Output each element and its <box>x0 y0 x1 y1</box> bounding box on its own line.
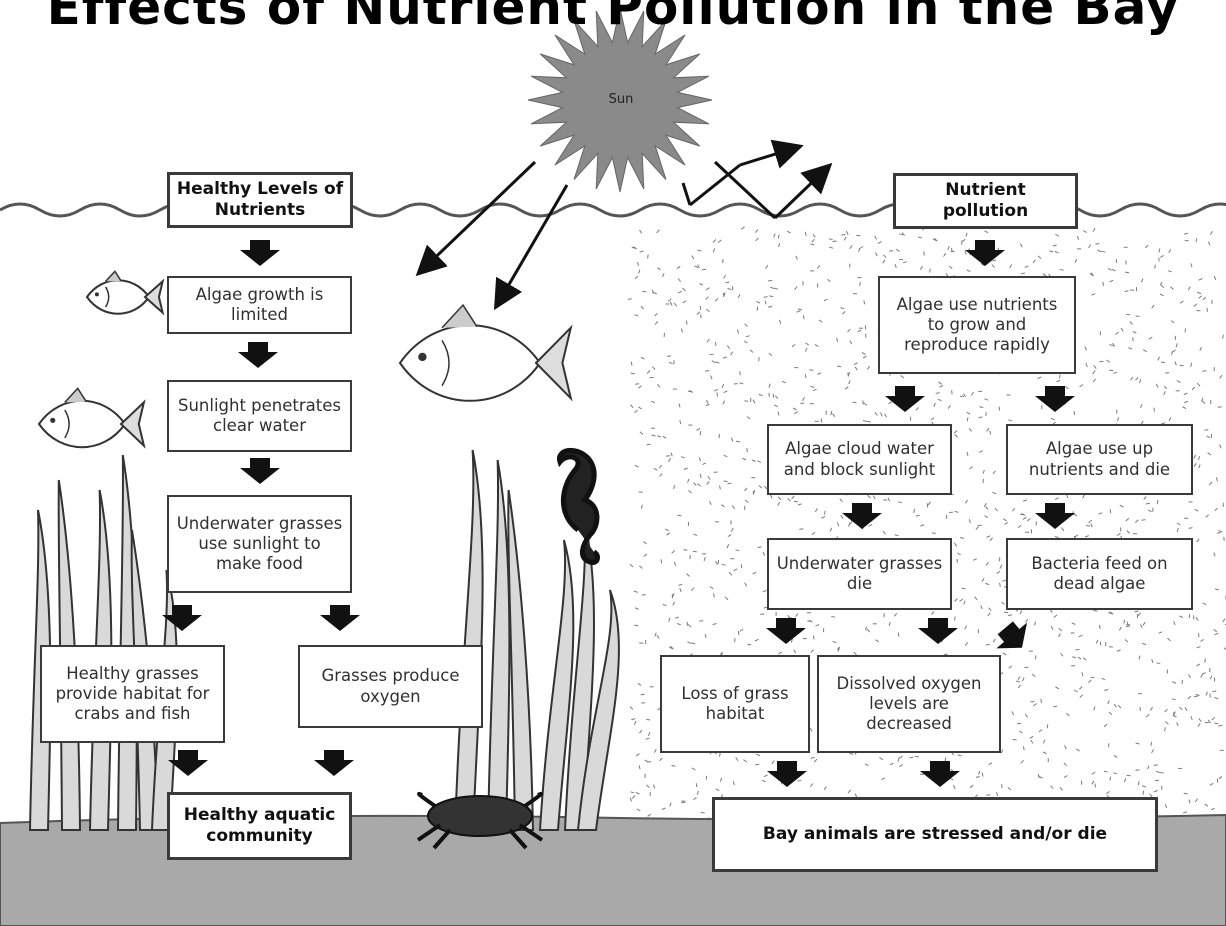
flow-arrow <box>238 342 278 368</box>
seagrass-blade <box>538 539 575 831</box>
fish-icon <box>37 387 146 449</box>
flow-arrow <box>767 761 807 787</box>
sunlight-ray <box>493 184 569 311</box>
box-animals-stressed: Bay animals are stressed and/or die <box>712 797 1158 872</box>
box-algae-die: Algae use up nutrients and die <box>1006 424 1193 495</box>
flow-arrow <box>320 605 360 631</box>
box-healthy-community: Healthy aquatic community <box>167 792 352 860</box>
flow-arrow <box>1035 386 1075 412</box>
sun-label: Sun <box>608 92 634 107</box>
fish-icon <box>398 303 573 402</box>
flow-arrow <box>314 750 354 776</box>
flow-arrow <box>1035 503 1075 529</box>
flow-arrow <box>918 618 958 644</box>
seagrass-blade <box>486 459 511 831</box>
sunlight-ray <box>739 139 804 169</box>
box-grass-habitat: Healthy grasses provide habitat for crab… <box>40 645 225 743</box>
flow-arrow <box>162 605 202 631</box>
reflected-ray <box>689 163 741 207</box>
box-grasses-die: Underwater grasses die <box>767 538 952 610</box>
blocked-ray <box>713 160 777 220</box>
seagrass-blade <box>576 589 620 831</box>
box-healthy-levels: Healthy Levels of Nutrients <box>167 172 353 228</box>
page-title: Effects of Nutrient Pollution in the Bay <box>46 0 1180 36</box>
flow-arrow <box>885 386 925 412</box>
box-sunlight-penetrates: Sunlight penetrates clear water <box>167 380 352 452</box>
box-grasses-food: Underwater grasses use sunlight to make … <box>167 495 352 593</box>
seagrass-right <box>453 449 620 831</box>
seagrass-blade <box>507 489 535 831</box>
crab-icon <box>416 791 544 850</box>
box-algae-cloud: Algae cloud water and block sunlight <box>767 424 952 495</box>
flow-arrow <box>996 621 1028 649</box>
flow-arrow <box>240 458 280 484</box>
sunlight-ray <box>415 160 537 277</box>
sunlight-ray <box>773 162 833 220</box>
flow-arrow <box>965 240 1005 266</box>
flow-arrow <box>168 750 208 776</box>
flow-arrow <box>920 761 960 787</box>
flow-arrow <box>240 240 280 266</box>
box-algae-grow: Algae use nutrients to grow and reproduc… <box>878 276 1076 374</box>
box-algae-limited: Algae growth is limited <box>167 276 352 334</box>
sun-core <box>570 50 670 150</box>
flow-arrow <box>842 503 882 529</box>
flow-arrow <box>766 618 806 644</box>
box-loss-habitat: Loss of grass habitat <box>660 655 810 753</box>
box-bacteria-feed: Bacteria feed on dead algae <box>1006 538 1193 610</box>
fish-icon <box>85 270 165 316</box>
box-oxygen-decreased: Dissolved oxygen levels are decreased <box>817 655 1001 753</box>
ray-tick <box>681 182 692 206</box>
seahorse-icon <box>557 447 600 566</box>
box-nutrient-pollution: Nutrient pollution <box>893 173 1078 229</box>
box-grasses-oxygen: Grasses produce oxygen <box>298 645 483 728</box>
flow-arrows <box>162 240 1075 787</box>
